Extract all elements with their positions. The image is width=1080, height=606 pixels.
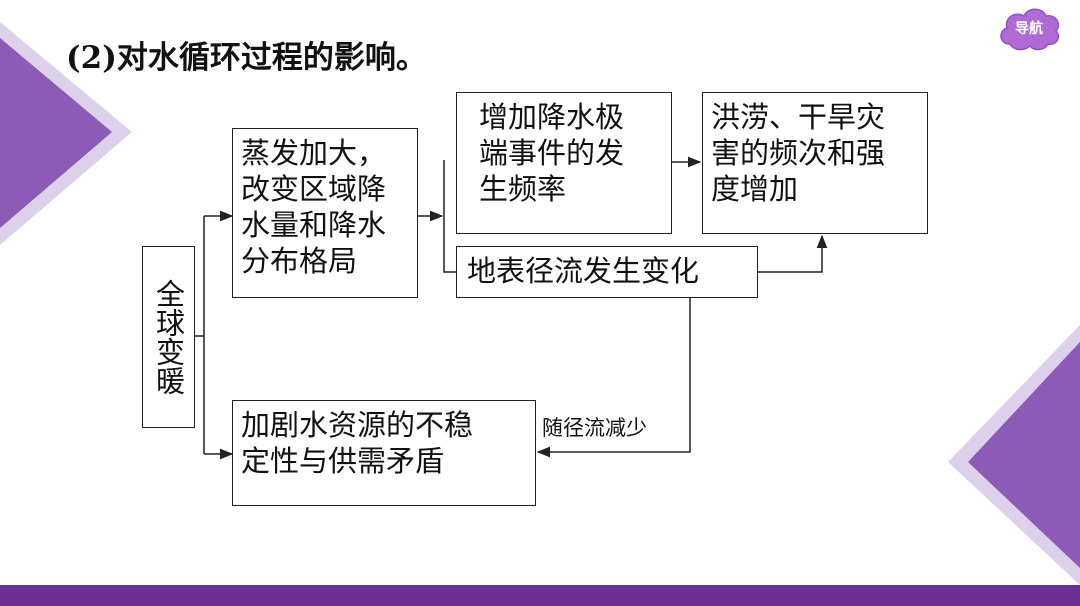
cloud-icon <box>1000 8 1060 51</box>
footer-bar <box>0 585 1080 606</box>
node-flood-drought: 洪涝、干旱灾 害的频次和强 度增加 <box>702 92 928 234</box>
edge-label-runoff-decrease: 随径流减少 <box>542 416 647 440</box>
arrow-runoff-to-water <box>536 298 691 458</box>
node-water-resources: 加剧水资源的不稳 定性与供需矛盾 <box>232 400 536 506</box>
node-evaporation: 蒸发加大， 改变区域降 水量和降水 分布格局 <box>232 128 418 298</box>
node-runoff: 地表径流发生变化 <box>456 246 758 298</box>
node-global-warming: 全球变暖 <box>142 246 195 428</box>
right-triangle-dark <box>968 342 1080 568</box>
connector-root <box>195 216 205 454</box>
left-triangle-dark <box>0 38 112 228</box>
arrow-runoff-to-flood <box>758 234 828 273</box>
node-extreme-events: 增加降水极 端事件的发 生频率 <box>456 92 672 234</box>
nav-label: 导航 <box>1015 21 1043 37</box>
page-title: (2)对水循环过程的影响。 <box>66 40 427 76</box>
connector-to-runoff <box>443 160 456 273</box>
nav-button[interactable]: 导航 <box>996 4 1062 54</box>
